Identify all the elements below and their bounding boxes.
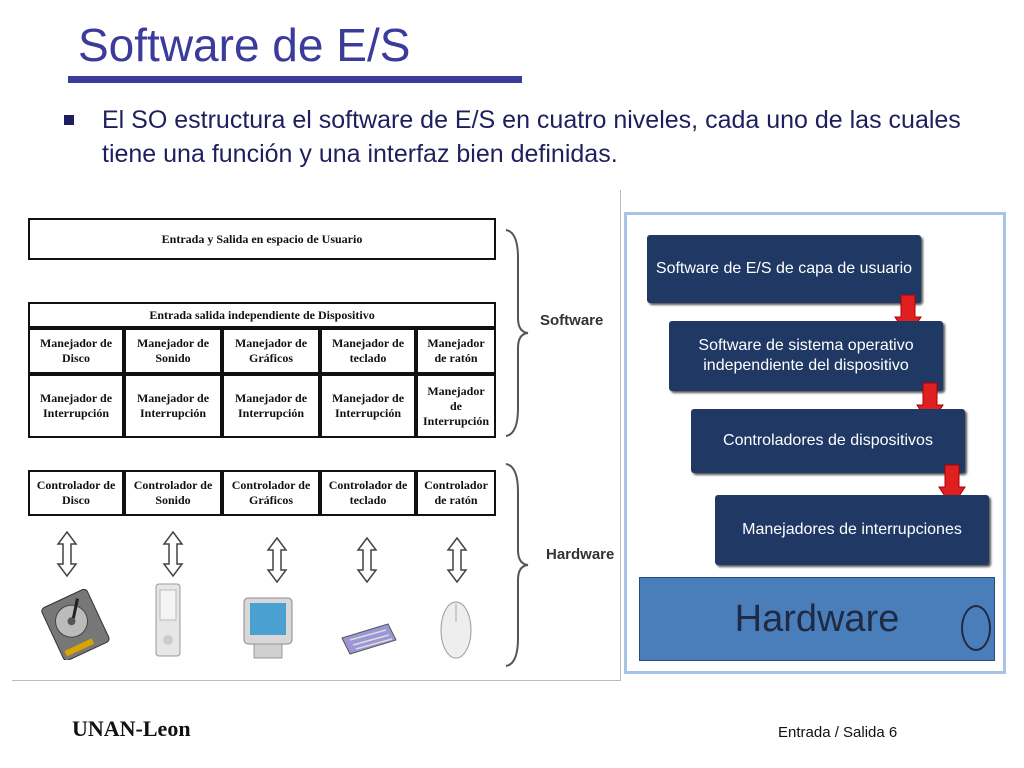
- double-arrow-icon: [56, 530, 78, 578]
- handler-cell: Manejador de Gráficos: [222, 328, 320, 374]
- interrupt-label: Manejador de Interrupción: [423, 383, 489, 428]
- os-independent-step: Software de sistema operativo independie…: [669, 321, 943, 391]
- step-label: Software de sistema operativo independie…: [698, 337, 914, 374]
- handler-label: Manejador de teclado: [331, 336, 405, 365]
- controller-cell: Controlador de Gráficos: [222, 470, 320, 516]
- monitor-icon: [243, 597, 293, 659]
- handler-label: Manejador de Gráficos: [234, 336, 308, 365]
- slide-title: Software de E/S: [78, 19, 411, 71]
- interrupt-label: Manejador de Interrupción: [136, 391, 210, 420]
- interrupt-cell: Manejador de Interrupción: [222, 374, 320, 438]
- hard-disk-icon: [41, 588, 110, 660]
- software-label: Software: [540, 312, 604, 329]
- hardware-label: Hardware: [546, 546, 615, 563]
- controller-cell: Controlador de ratón: [416, 470, 496, 516]
- controller-label: Controlador de Gráficos: [231, 478, 311, 507]
- device-independent-layer-label: Entrada salida independiente de Disposit…: [149, 307, 375, 322]
- controller-label: Controlador de Sonido: [133, 478, 213, 507]
- double-arrow-icon: [162, 530, 184, 578]
- interrupt-label: Manejador de Interrupción: [39, 391, 113, 420]
- bullet-square-icon: [64, 115, 74, 125]
- footer-institution: UNAN-Leon: [72, 716, 191, 741]
- handler-cell: Manejador de ratón: [416, 328, 496, 374]
- mouse-icon: [440, 601, 472, 659]
- interrupt-label: Manejador de Interrupción: [331, 391, 405, 420]
- hardware-block-label: Hardware: [734, 597, 900, 640]
- hardware-brace-icon: [505, 463, 529, 667]
- handler-label: Manejador de Sonido: [136, 336, 210, 365]
- bullet-text: El SO estructura el software de E/S en c…: [102, 106, 961, 168]
- title-underline: [68, 76, 522, 83]
- controller-cell: Controlador de Sonido: [124, 470, 222, 516]
- step-label: Controladores de dispositivos: [723, 432, 933, 449]
- software-brace-icon: [505, 229, 529, 437]
- io-layers-flow-diagram: Software de E/S de capa de usuario Softw…: [624, 212, 1006, 674]
- controller-cell: Controlador de teclado: [320, 470, 416, 516]
- logo-icon: [961, 605, 991, 651]
- step-label: Manejadores de interrupciones: [742, 521, 962, 538]
- hardware-block: Hardware: [639, 577, 995, 661]
- interrupt-cell: Manejador de Interrupción: [416, 374, 496, 438]
- keyboard-icon: [341, 623, 397, 655]
- controller-label: Controlador de Disco: [36, 478, 116, 507]
- layered-io-diagram: Entrada y Salida en espacio de Usuario E…: [12, 190, 621, 681]
- device-controllers-step: Controladores de dispositivos: [691, 409, 965, 473]
- handler-cell: Manejador de Sonido: [124, 328, 222, 374]
- user-space-layer-label: Entrada y Salida en espacio de Usuario: [161, 231, 363, 246]
- user-layer-step: Software de E/S de capa de usuario: [647, 235, 921, 303]
- interrupt-cell: Manejador de Interrupción: [320, 374, 416, 438]
- double-arrow-icon: [446, 536, 468, 584]
- interrupt-handlers-step: Manejadores de interrupciones: [715, 495, 989, 565]
- controller-label: Controlador de ratón: [424, 478, 488, 507]
- controller-label: Controlador de teclado: [328, 478, 408, 507]
- handler-label: Manejador de ratón: [427, 336, 485, 365]
- handler-label: Manejador de Disco: [39, 336, 113, 365]
- interrupt-cell: Manejador de Interrupción: [28, 374, 124, 438]
- device-independent-layer: Entrada salida independiente de Disposit…: [28, 302, 496, 328]
- interrupt-label: Manejador de Interrupción: [234, 391, 308, 420]
- controller-cell: Controlador de Disco: [28, 470, 124, 516]
- step-label: Software de E/S de capa de usuario: [655, 260, 913, 277]
- interrupt-cell: Manejador de Interrupción: [124, 374, 222, 438]
- footer-slide-number: Entrada / Salida 6: [778, 724, 898, 741]
- speaker-icon: [155, 583, 181, 657]
- handler-cell: Manejador de Disco: [28, 328, 124, 374]
- double-arrow-icon: [266, 536, 288, 584]
- user-space-layer: Entrada y Salida en espacio de Usuario: [28, 218, 496, 260]
- handler-cell: Manejador de teclado: [320, 328, 416, 374]
- double-arrow-icon: [356, 536, 378, 584]
